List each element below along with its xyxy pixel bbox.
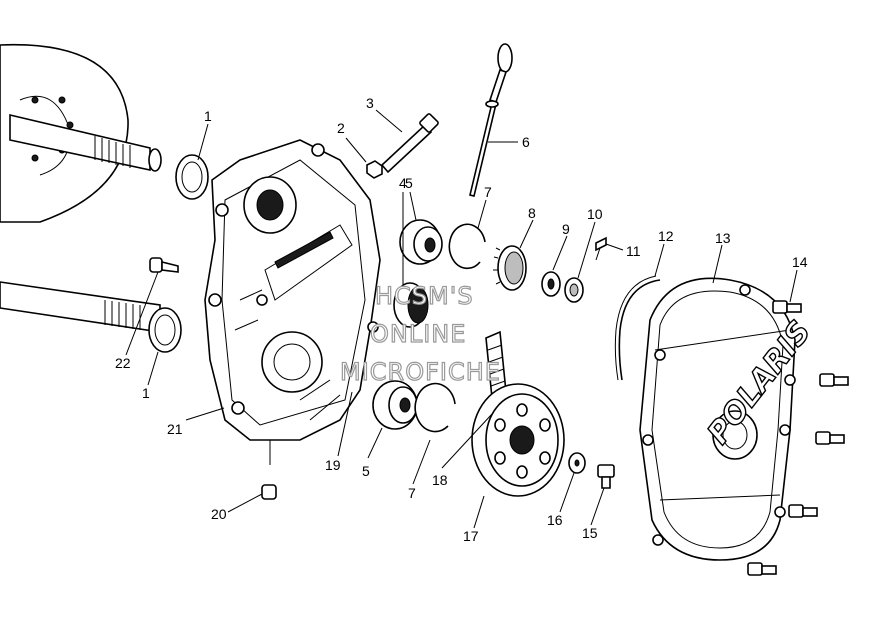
plug-20 [261,484,277,500]
upper-shaft [9,113,162,172]
bolt-3 [380,113,439,174]
bearing-upper [399,219,443,265]
label-10: 10 [587,206,603,222]
label-1-lower: 1 [142,385,150,401]
label-17: 17 [463,528,479,544]
sprocket-8 [493,245,527,291]
dipstick [469,43,513,197]
watermark-line-2: ONLINE [370,320,466,348]
label-3: 3 [366,95,374,111]
watermark-line-3: MICROFICHE [340,358,501,386]
label-1-upper: 1 [204,108,212,124]
seal-upper [175,154,209,200]
watermark-line-1: HCSM'S [375,282,474,310]
label-11: 11 [626,243,641,259]
callout-labels: 1 1 2 3 4 5 5 6 7 7 8 9 10 11 12 13 14 1… [115,95,808,544]
label-22: 22 [115,355,131,371]
gear-4 [367,282,429,333]
watermark: HCSM'S ONLINE MICROFICHE [339,281,501,386]
label-12: 12 [658,228,674,244]
label-8: 8 [528,205,536,221]
label-20: 20 [211,506,227,522]
label-5-upper: 5 [405,175,413,191]
lower-shaft [0,281,161,333]
chaincase-housing [204,139,381,465]
label-5-lower: 5 [362,463,370,479]
bolt-22 [149,257,179,273]
label-4: 4 [399,175,407,191]
label-7-lower: 7 [408,485,416,501]
bolt-15 [597,464,615,489]
gasket-12 [614,275,661,381]
label-16: 16 [547,512,563,528]
washer-9 [541,271,561,297]
label-21: 21 [167,421,183,437]
cotter-pin-11 [595,236,607,261]
seal-lower [148,307,182,353]
snap-ring-upper [448,223,486,270]
sprocket-17 [471,383,565,497]
label-9: 9 [562,221,570,237]
label-13: 13 [715,230,731,246]
label-2: 2 [337,120,345,136]
label-6: 6 [522,134,530,150]
leader-lines [125,109,798,529]
snap-ring-lower [414,382,456,433]
bearing-lower [372,380,418,430]
nut-10 [564,277,584,303]
washer-16 [568,452,586,474]
label-19: 19 [325,457,341,473]
label-7-upper: 7 [484,184,492,200]
cover-bolts [747,300,849,576]
label-15: 15 [582,525,598,541]
nut-2 [366,160,383,179]
label-18: 18 [432,472,448,488]
label-14: 14 [792,254,808,270]
